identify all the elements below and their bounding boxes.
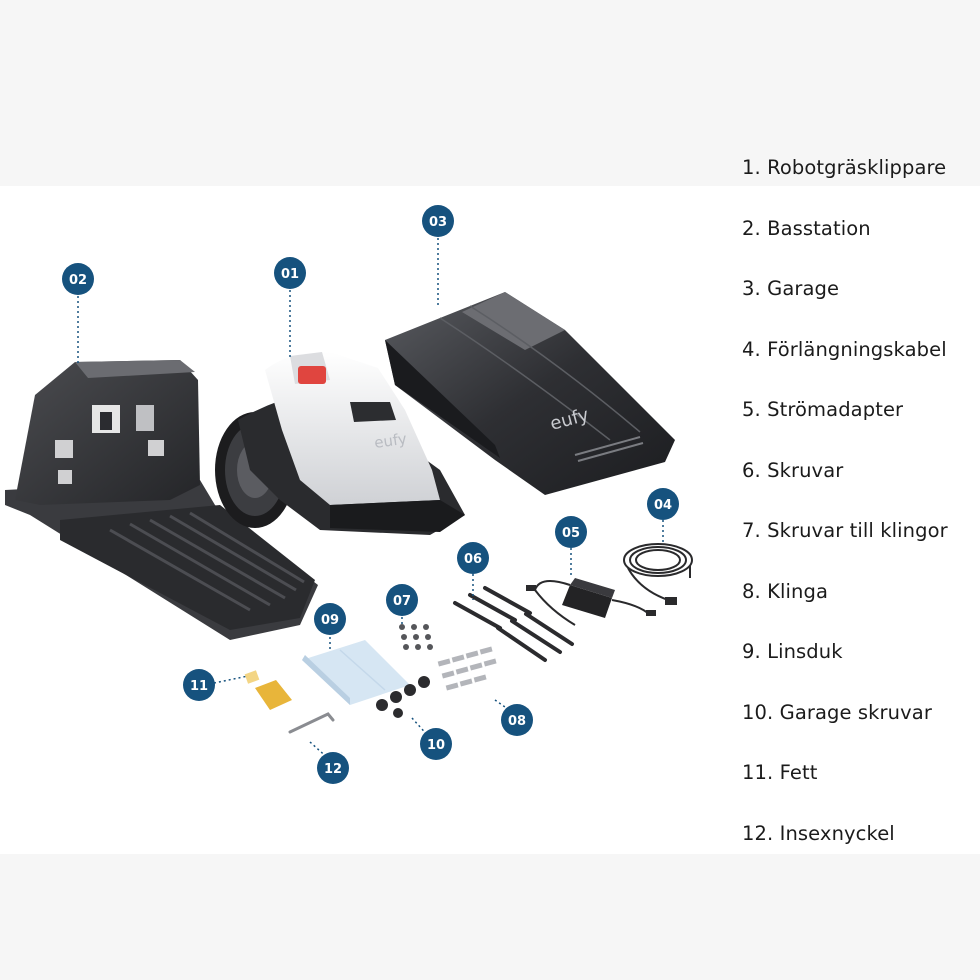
svg-text:03: 03 xyxy=(429,215,447,230)
svg-text:11: 11 xyxy=(190,679,208,694)
hex-key xyxy=(288,712,335,734)
legend-item: 1. Robotgräsklippare xyxy=(742,156,947,179)
legend-item: 4. Förlängningskabel xyxy=(742,337,947,361)
grease-tube xyxy=(244,670,292,710)
callout-badge-01: 01 xyxy=(274,257,306,289)
blade-screws xyxy=(399,624,433,650)
screws xyxy=(453,586,574,662)
svg-text:02: 02 xyxy=(69,273,87,288)
lens-cloth xyxy=(302,640,410,705)
legend-item: 11. Fett xyxy=(742,761,818,784)
svg-text:09: 09 xyxy=(321,613,339,628)
callout-badge-02: 02 xyxy=(62,263,94,295)
legend-item: 12. Insexnyckel xyxy=(742,821,895,845)
callout-badge-08: 08 xyxy=(501,704,533,736)
legend-item: 6. Skruvar xyxy=(742,458,844,482)
callout-badge-06: 06 xyxy=(457,542,489,574)
legend-item: 3. Garage xyxy=(742,277,840,300)
garage: eufy xyxy=(385,292,675,495)
callout-badge-05: 05 xyxy=(555,516,587,548)
svg-text:10: 10 xyxy=(427,738,445,753)
legend-item: 5. Strömadapter xyxy=(742,398,904,421)
garage-screws xyxy=(376,676,430,718)
callout-badge-07: 07 xyxy=(386,584,418,616)
callout-badge-04: 04 xyxy=(647,488,679,520)
mower-brand-logo: eufy xyxy=(373,430,408,452)
contents-legend: 1. Robotgräsklippare 2. Basstation 3. Ga… xyxy=(742,150,948,876)
legend-item: 10. Garage skruvar xyxy=(742,700,932,724)
base-station xyxy=(5,360,318,640)
blades xyxy=(437,646,497,691)
svg-text:04: 04 xyxy=(654,498,672,513)
callout-badge-12: 12 xyxy=(317,752,349,784)
svg-text:12: 12 xyxy=(324,762,342,777)
legend-item: 8. Klinga xyxy=(742,579,829,603)
callout-badge-03: 03 xyxy=(422,205,454,237)
power-adapter xyxy=(526,578,656,626)
callout-badge-09: 09 xyxy=(314,603,346,635)
callout-badge-10: 10 xyxy=(420,728,452,760)
svg-text:01: 01 xyxy=(281,267,299,282)
legend-item: 7. Skruvar till klingor xyxy=(742,519,948,542)
svg-text:05: 05 xyxy=(562,526,580,541)
svg-text:08: 08 xyxy=(508,714,526,729)
svg-text:06: 06 xyxy=(464,552,482,567)
svg-text:07: 07 xyxy=(393,594,411,609)
legend-item: 2. Basstation xyxy=(742,216,871,240)
legend-item: 9. Linsduk xyxy=(742,640,843,663)
robot-mower: eufy xyxy=(215,351,465,535)
callout-badge-11: 11 xyxy=(183,669,215,701)
extension-cable xyxy=(623,543,693,605)
